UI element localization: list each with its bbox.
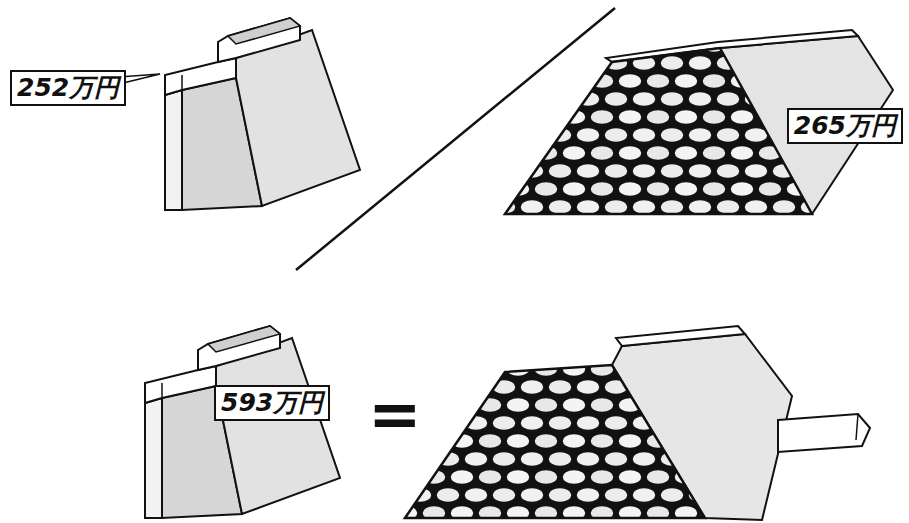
concrete-wall xyxy=(165,18,360,210)
separator-line xyxy=(296,8,615,270)
price-text: 252万円 xyxy=(17,73,119,103)
price-box: 252万円 xyxy=(10,70,126,106)
price-box: 593万円 xyxy=(214,385,330,421)
price-box: 265万円 xyxy=(787,108,903,144)
concrete-wall xyxy=(145,326,340,518)
equals-sign: = xyxy=(368,382,422,446)
price-text: 593万円 xyxy=(221,388,323,418)
stone-embankment xyxy=(405,326,870,520)
price-text: 265万円 xyxy=(794,111,896,141)
